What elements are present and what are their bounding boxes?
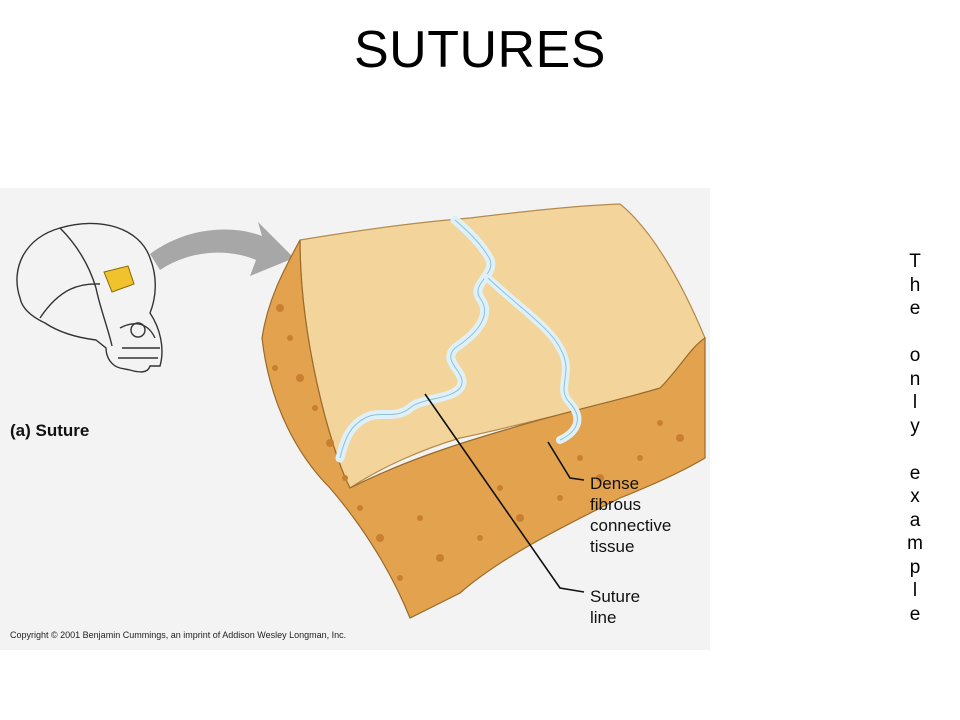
- leader-line-suture: [424, 393, 585, 593]
- side-note-char: [898, 321, 932, 345]
- side-note-char: l: [912, 580, 918, 601]
- suture-highlight: [103, 265, 135, 293]
- side-note-char: [898, 438, 932, 462]
- side-note-char: e: [909, 462, 921, 484]
- leader-line-dense: [547, 441, 585, 481]
- side-note-char: h: [909, 274, 921, 296]
- side-note-char: x: [910, 486, 920, 507]
- side-note-char: p: [909, 556, 921, 578]
- side-note-char: o: [909, 345, 921, 366]
- side-note-char: e: [909, 603, 921, 625]
- side-note-char: y: [910, 415, 920, 437]
- side-note-char: n: [909, 368, 921, 390]
- skull-icon: [16, 222, 163, 373]
- label-dense-fibrous-tissue: Dense fibrous connective tissue: [590, 474, 672, 556]
- arrow-icon: [150, 222, 294, 276]
- side-note-char: e: [909, 298, 921, 319]
- side-note-char: l: [912, 392, 918, 413]
- label-suture-line: Suture line: [590, 587, 641, 627]
- slide-title: SUTURES: [354, 21, 606, 79]
- bone-cut-face: [261, 239, 706, 619]
- copyright-notice: Copyright © 2001 Benjamin Cummings, an i…: [10, 630, 347, 640]
- suture-illustration: [16, 203, 706, 619]
- spongy-texture: [272, 304, 684, 581]
- suture-figure: (a) Suture Dense fibrous connective tiss…: [0, 188, 710, 650]
- side-note-char: m: [907, 533, 923, 554]
- panel-label: (a) Suture: [10, 421, 90, 440]
- side-note-char: T: [909, 251, 921, 272]
- side-note-char: a: [909, 509, 921, 531]
